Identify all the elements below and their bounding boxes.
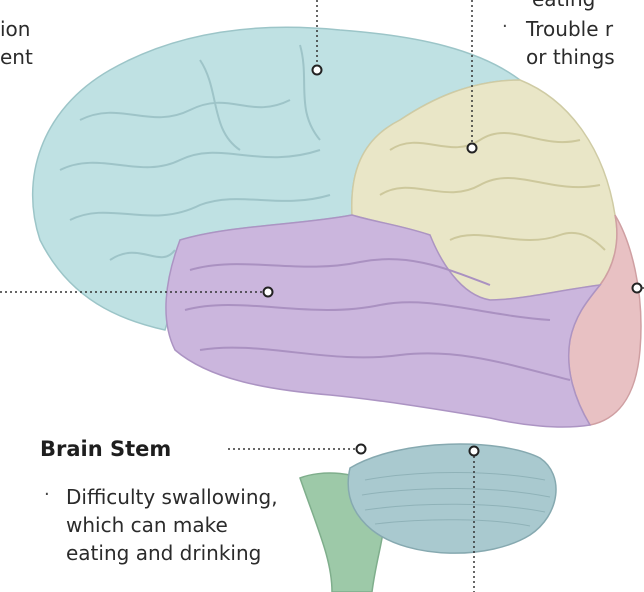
frontal-text-line-2: ent (0, 44, 33, 70)
bullet-icon: · (44, 484, 50, 505)
frontal-marker (313, 66, 322, 75)
parietal-text-line-3: or things (526, 44, 615, 70)
bullet-icon: · (502, 16, 508, 37)
cerebellum-marker (470, 447, 479, 456)
occipital-marker (633, 284, 642, 293)
brain-stem-line-3: eating and drinking (66, 540, 261, 566)
brain-stem-line-1: Difficulty swallowing, (66, 484, 278, 510)
parietal-text-line-2: Trouble r (526, 16, 613, 42)
brain-stem-heading: Brain Stem (40, 436, 171, 462)
temporal-marker (264, 288, 273, 297)
brain-stem-line-2: which can make (66, 512, 228, 538)
brain-stem-marker (357, 445, 366, 454)
frontal-text-line-1: ion (0, 16, 30, 42)
parietal-marker (468, 144, 477, 153)
parietal-text-line-1: eating (532, 0, 595, 12)
